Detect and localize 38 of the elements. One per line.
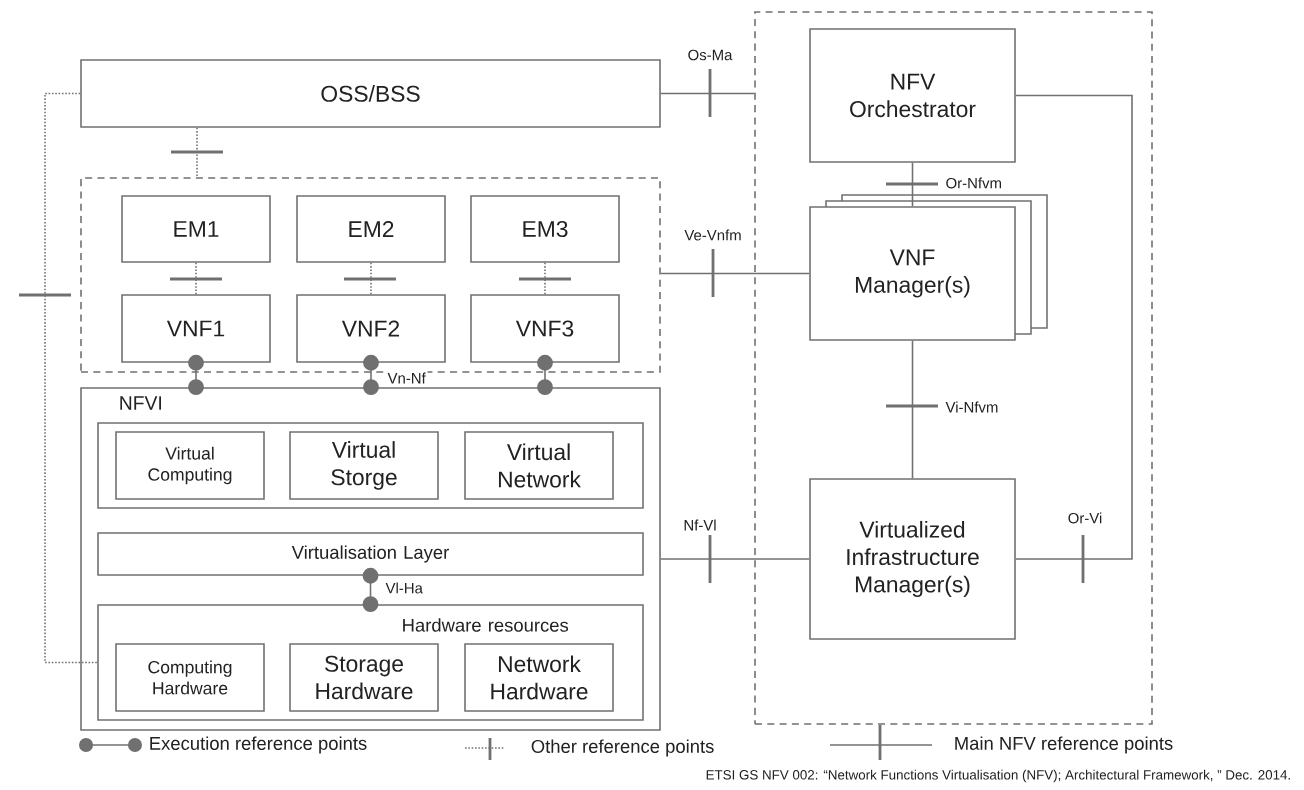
reference-point-line [370, 262, 372, 295]
component-box: Virtualisation Layer [97, 532, 644, 576]
reference-point-line [911, 162, 914, 207]
execution-reference-line [363, 354, 379, 396]
component-box: EM3 [470, 195, 620, 263]
edge-label: Nf-Vl [681, 517, 719, 533]
reference-point-line [660, 92, 755, 95]
reference-point-line [195, 262, 197, 295]
component-box: Computing Hardware [115, 643, 265, 712]
reference-point-line [660, 558, 810, 560]
reference-point-line [544, 262, 546, 295]
reference-point-line [1015, 94, 1133, 560]
caption: ETSI GS NFV 002: “Network Functions Virtualisation (NFV); Architectural Framework, ” Dec. 2014. [706, 769, 1290, 783]
component-box: OSS/BSS [80, 59, 661, 128]
legend-text: Other reference points [531, 739, 714, 757]
edge-label: Ve-Vnfm [682, 227, 744, 243]
execution-reference-line [537, 354, 553, 396]
reference-point-line [196, 127, 198, 178]
component-box: Virtualized Infrastructure Manager(s) [809, 478, 1016, 640]
component-box: Storage Hardware [289, 643, 439, 712]
legend-text: Main NFV reference points [955, 736, 1173, 754]
component-box: VNF3 [470, 294, 620, 363]
component-box: EM2 [296, 195, 446, 263]
reference-point-line [911, 339, 914, 479]
component-box: NFV Orchestrator [809, 28, 1016, 163]
component-box: VNF2 [296, 294, 446, 363]
component-box: Virtual Computing [115, 431, 265, 500]
reference-point-line [660, 272, 810, 275]
execution-reference-line [362, 567, 379, 613]
edge-label: Os-Ma [685, 47, 735, 63]
component-box: Network Hardware [464, 643, 614, 712]
component-box: Virtual Network [464, 431, 614, 500]
legend-text: Execution reference points [150, 736, 367, 754]
component-box: VNF1 [121, 294, 271, 363]
reference-point-line [44, 92, 98, 664]
execution-reference-line [188, 354, 204, 396]
component-box: EM1 [121, 195, 271, 263]
component-box: Virtual Storge [289, 431, 439, 500]
